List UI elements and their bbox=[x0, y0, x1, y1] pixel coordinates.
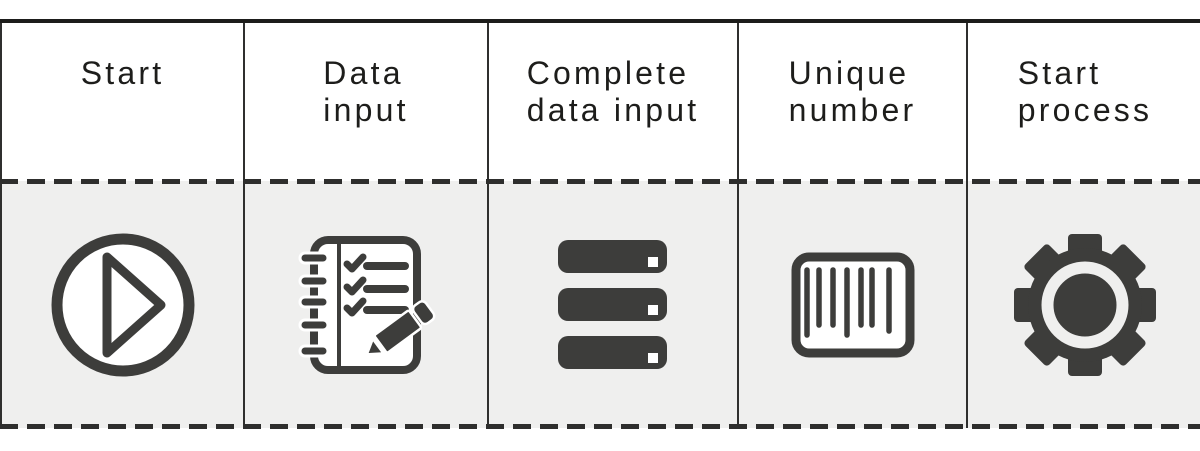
step-label-line: number bbox=[788, 92, 917, 128]
steps-grid: Start Data input bbox=[0, 23, 1200, 428]
step-label-line: input bbox=[323, 92, 409, 128]
step-complete-data-input: Complete data input bbox=[489, 23, 739, 428]
step-label-line: Complete bbox=[526, 55, 690, 91]
server-stack-icon bbox=[558, 239, 668, 370]
step-label-line: data input bbox=[526, 92, 700, 128]
barcode-icon bbox=[791, 252, 915, 358]
step-label-line: Data bbox=[323, 55, 404, 91]
step-data-input-header: Data input bbox=[245, 23, 487, 181]
step-start-process: Start process bbox=[968, 23, 1200, 428]
play-icon bbox=[50, 232, 196, 378]
step-complete-data-input-icon-cell bbox=[489, 181, 737, 428]
step-start-process-icon-cell bbox=[968, 181, 1200, 428]
step-label-line: Start bbox=[80, 55, 165, 91]
step-unique-number-icon-cell bbox=[739, 181, 966, 428]
step-label-line: Unique bbox=[788, 55, 910, 91]
step-unique-number: Unique number bbox=[739, 23, 968, 428]
step-label-line: process bbox=[1017, 92, 1153, 128]
step-start: Start bbox=[2, 23, 245, 428]
gear-icon bbox=[1010, 230, 1160, 380]
step-label: Start process bbox=[1018, 55, 1152, 129]
dashed-divider-bottom bbox=[0, 424, 1200, 429]
notebook-checklist-icon bbox=[296, 235, 436, 375]
step-label-line: Start bbox=[1017, 55, 1102, 91]
step-start-header: Start bbox=[2, 23, 243, 181]
step-unique-number-header: Unique number bbox=[739, 23, 966, 181]
step-data-input-icon-cell bbox=[245, 181, 487, 428]
step-label: Data input bbox=[323, 55, 408, 129]
dashed-divider-top bbox=[0, 179, 1200, 184]
step-start-icon-cell bbox=[2, 181, 243, 428]
step-label: Unique number bbox=[789, 55, 917, 129]
step-start-process-header: Start process bbox=[968, 23, 1200, 181]
step-data-input: Data input bbox=[245, 23, 489, 428]
step-label: Complete data input bbox=[527, 55, 700, 129]
step-label: Start bbox=[81, 55, 165, 92]
top-rule bbox=[0, 19, 1200, 23]
step-complete-data-input-header: Complete data input bbox=[489, 23, 737, 181]
